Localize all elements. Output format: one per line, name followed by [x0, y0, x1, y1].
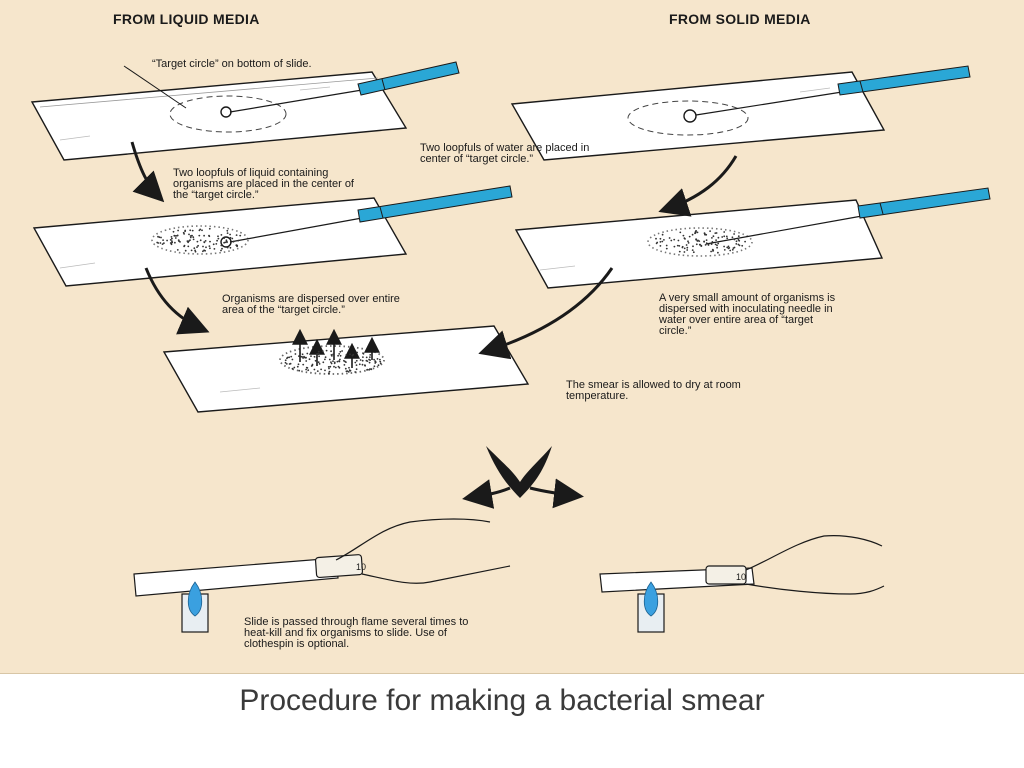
label-target-circle: “Target circle” on bottom of slide.	[152, 58, 312, 70]
organisms-dispersed-solid	[655, 230, 746, 254]
label-flame-fix: Slide is passed through flame several ti…	[244, 616, 469, 650]
label-dry: The smear is allowed to dry at room temp…	[566, 379, 741, 402]
label-water-loopfuls: Two loopfuls of water are placed in cent…	[420, 142, 590, 165]
target-circle-pointer	[123, 65, 187, 109]
inoculating-loop-1	[229, 61, 460, 113]
label-liquid-dispersed: Organisms are dispersed over entire area…	[222, 293, 400, 316]
slide-liquid-target-circle	[30, 71, 408, 161]
flame-station-right	[599, 535, 885, 633]
slide-solid-needle-dispersing	[514, 199, 884, 289]
header-liquid-media: FROM LIQUID MEDIA	[113, 11, 260, 27]
slide-solid-water-placed	[510, 71, 886, 161]
slide-liquid-organisms-placed	[32, 197, 408, 287]
flame-station-left	[133, 518, 511, 633]
inoculating-needle	[705, 187, 991, 245]
evaporation-arrows	[292, 328, 380, 368]
header-solid-media: FROM SOLID MEDIA	[669, 11, 811, 27]
slide-caption: Procedure for making a bacterial smear	[239, 684, 765, 717]
split-arrow	[462, 446, 584, 509]
organisms-drying-smear	[284, 349, 382, 375]
clothespin-mark-left: 10	[356, 562, 366, 572]
procedure-illustration: 10 10	[30, 61, 991, 633]
inoculating-loop-3	[695, 65, 971, 116]
clothespin-mark-right: 10	[736, 572, 746, 582]
organisms-dispersed-liquid	[156, 227, 242, 253]
inoculating-loop-2	[229, 185, 513, 243]
label-solid-dispersed: A very small amount of organisms is disp…	[659, 292, 836, 337]
label-liquid-loopfuls: Two loopfuls of liquid containing organi…	[173, 167, 354, 201]
flow-arrows	[130, 141, 738, 360]
smear-procedure-figure: 10 10 FROM LIQUID MEDIA FROM SOLID MEDIA…	[0, 0, 1024, 674]
